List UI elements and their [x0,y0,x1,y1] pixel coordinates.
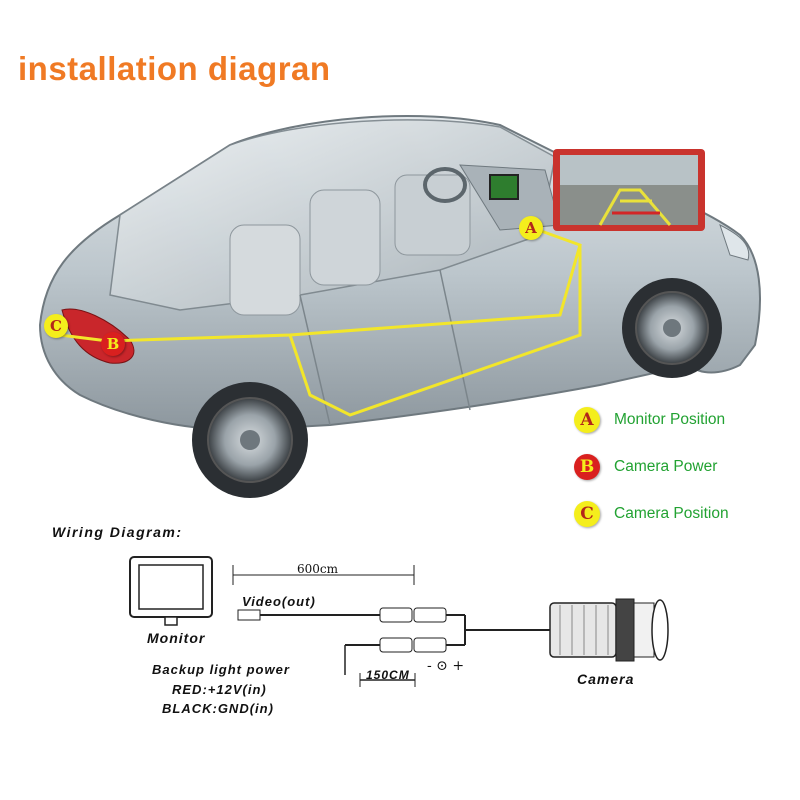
front-seat [309,189,381,286]
driver-seat [394,174,471,256]
diagram-title: installation diagran [18,50,331,87]
backup-light-label: Backup light power [152,662,290,677]
front-wheel [622,278,722,378]
power-cable [344,615,550,687]
rear-seat [229,224,301,316]
legend-label: Monitor Position [614,410,726,428]
legend: A Monitor Position B Camera Power C Came… [574,396,794,537]
legend-item-monitor-position: A Monitor Position [574,396,794,443]
red-wire-label: RED:+12V(in) [172,682,267,697]
marker-a: A [519,216,543,240]
monitor-icon [129,556,213,626]
rearview-monitor [553,149,705,231]
marker-c: C [44,314,68,338]
wiring-title: Wiring Diagram: [52,524,183,540]
marker-b: B [101,332,125,356]
legend-item-camera-power: B Camera Power [574,443,794,490]
steering-wheel [423,167,467,203]
wiring-schematic [129,556,669,687]
black-wire-label: BLACK:GND(in) [162,701,274,716]
legend-label: Camera Position [614,504,729,522]
monitor-label: Monitor [147,630,206,646]
car-drawing [38,114,761,498]
legend-badge-c: C [574,500,600,527]
legend-label: Camera Power [614,457,718,475]
door-line-front [439,269,471,411]
cable-length-label: 150CM [366,668,410,682]
camera-icon [549,598,669,662]
wire-route [59,225,582,417]
legend-badge-a: A [574,406,600,433]
distance-indicator [232,565,415,585]
camera-label: Camera [577,671,635,687]
wiring-diagram: Wiring Diagram: [0,515,800,800]
legend-badge-b: B [574,453,600,480]
dash-monitor [489,174,519,200]
distance-label: 600cm [297,562,339,576]
polarity-label: - ⊙ + [427,658,465,674]
legend-item-camera-position: C Camera Position [574,490,794,537]
car-illustration: A C B [0,95,800,515]
video-label: Video(out) [242,594,316,609]
headlight [719,224,750,261]
rear-wheel [192,382,308,498]
video-cable [237,607,465,623]
